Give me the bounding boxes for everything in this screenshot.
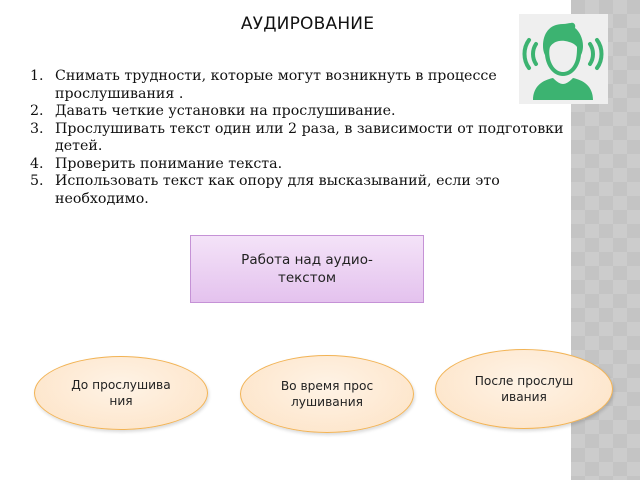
main-topic-box: Работа над аудио-текстом bbox=[190, 235, 424, 303]
stage-before-listening: До прослушивания bbox=[34, 356, 208, 430]
list-item: 2.Давать четкие установки на прослушиван… bbox=[30, 103, 396, 119]
list-item: 4.Проверить понимание текста. bbox=[30, 155, 283, 172]
list-item: 5.Использовать текст как опору для выска… bbox=[30, 173, 500, 207]
list-item: 3.Прослушивать текст один или 2 раза, в … bbox=[30, 120, 564, 155]
steps-list: 1.Снимать трудности, которые могут возни… bbox=[30, 68, 570, 208]
stage-after-listening: После прослушивания bbox=[435, 349, 613, 429]
list-item: 1.Снимать трудности, которые могут возни… bbox=[30, 68, 497, 102]
person-listening-icon bbox=[519, 14, 608, 104]
slide-title: АУДИРОВАНИЕ bbox=[240, 14, 375, 34]
stage-during-listening: Во время прослушивания bbox=[240, 355, 414, 433]
